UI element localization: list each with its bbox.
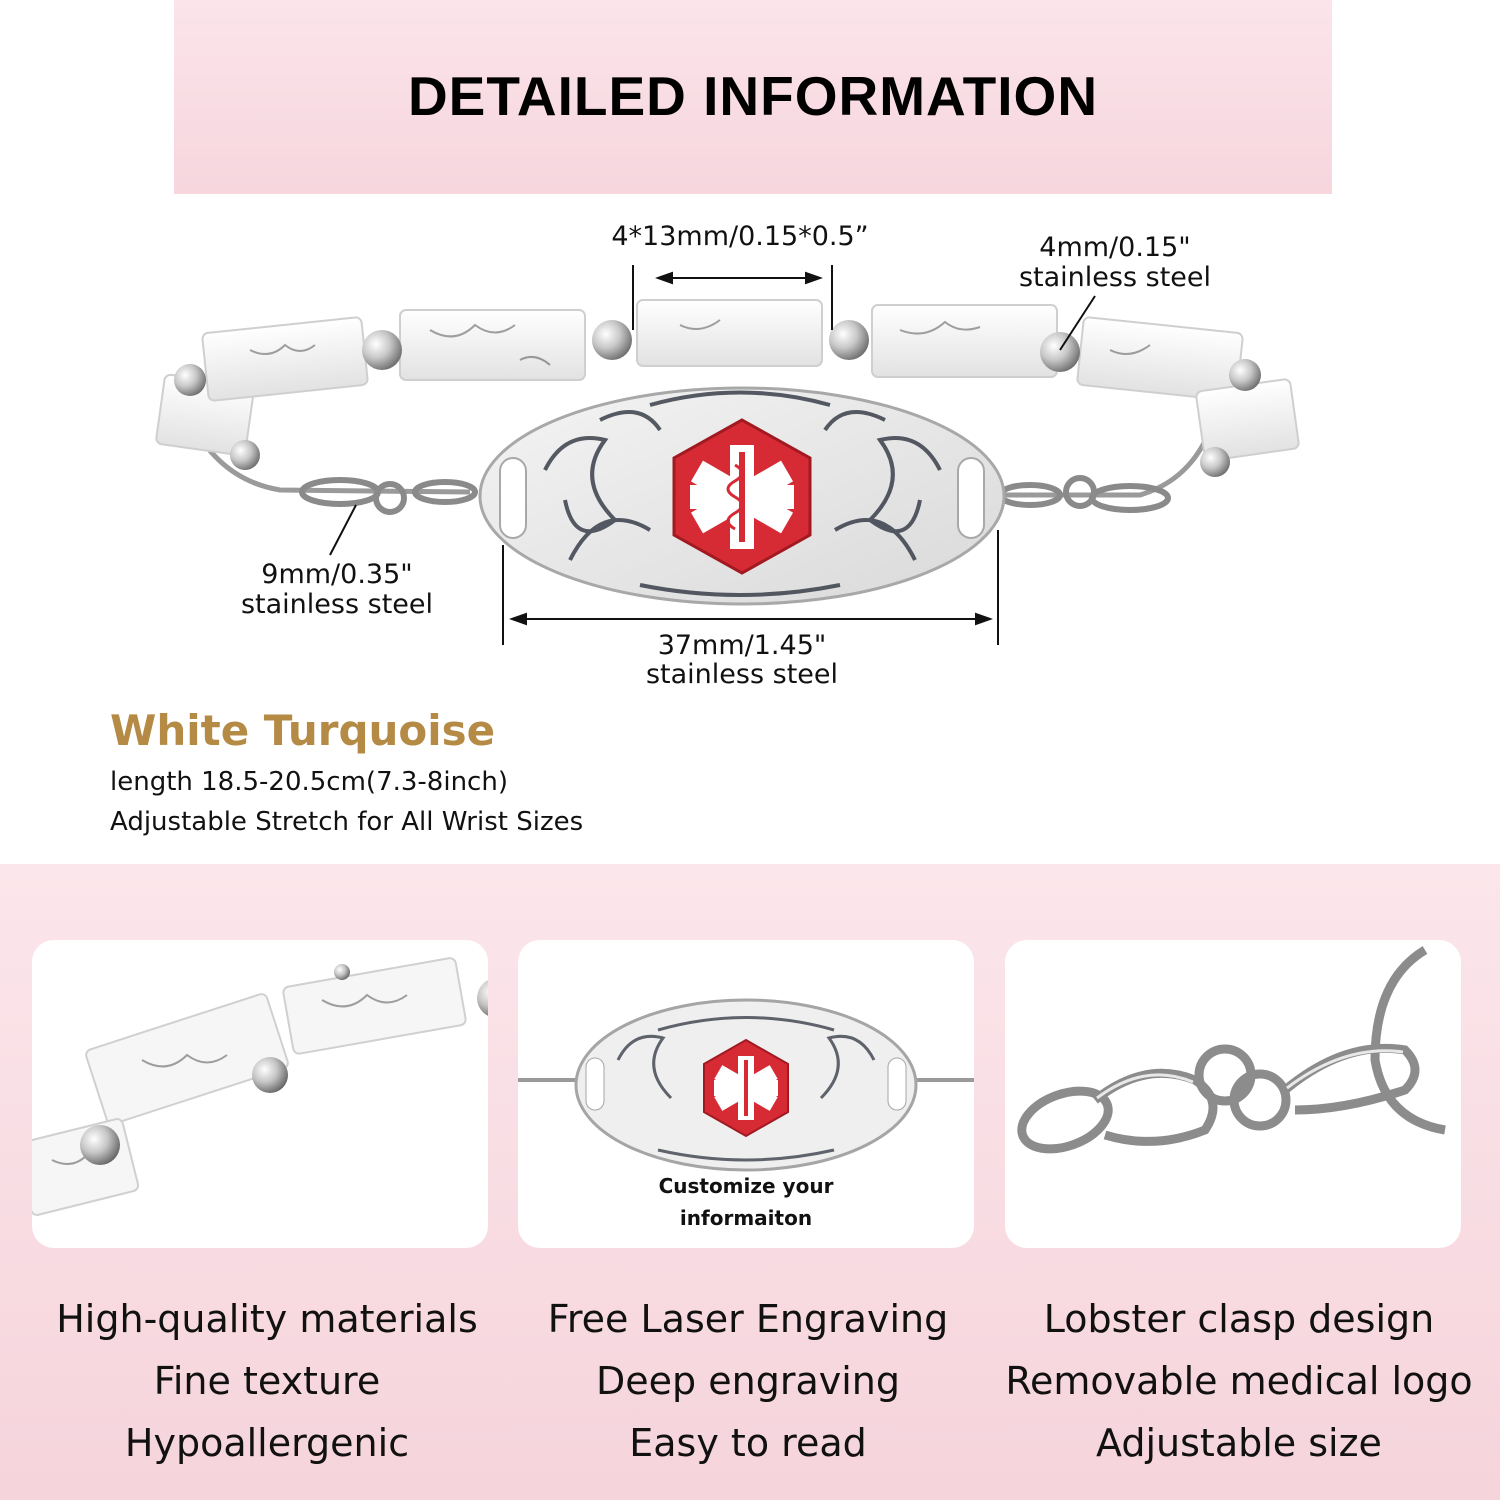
bead-material-label: stainless steel: [1018, 262, 1212, 293]
product-adjustable-note: Adjustable Stretch for All Wrist Sizes: [110, 807, 584, 837]
engraving-caption-line1: Customize your: [658, 1174, 834, 1198]
feature-item: Easy to read: [629, 1421, 867, 1465]
card-clasp-photo: [1005, 940, 1461, 1248]
feature-list-engraving: Free Laser Engraving Deep engraving Easy…: [513, 1288, 983, 1474]
plate-size-label: 37mm/1.45": [657, 630, 827, 661]
lobster-clasp-closeup: [1017, 946, 1446, 1154]
stone-size-label: 4*13mm/0.15*0.5”: [611, 221, 869, 252]
product-length: length 18.5-20.5cm(7.3-8inch): [110, 767, 508, 797]
feature-list-clasp: Lobster clasp design Removable medical l…: [1004, 1288, 1474, 1474]
bead-size-label: 4mm/0.15": [1039, 232, 1191, 263]
plate-material-label: stainless steel: [645, 659, 839, 690]
feature-item: Deep engraving: [596, 1359, 900, 1403]
clasp-size-label: 9mm/0.35": [261, 559, 413, 590]
feature-item: Lobster clasp design: [1043, 1297, 1435, 1341]
feature-item: Hypoallergenic: [124, 1421, 410, 1465]
header-band: DETAILED INFORMATION: [174, 0, 1332, 194]
bracelet-illustration: [155, 265, 1300, 645]
card-engraving-photo: Customize your informaiton: [518, 940, 974, 1248]
medical-id-plate: [478, 386, 1006, 606]
feature-item: High-quality materials: [56, 1297, 478, 1341]
feature-item: Adjustable size: [1096, 1421, 1382, 1465]
product-name: White Turquoise: [110, 706, 496, 755]
card-materials-photo: [32, 940, 488, 1248]
clasp-material-label: stainless steel: [240, 589, 434, 620]
medical-plate-closeup: [518, 998, 974, 1172]
engraving-caption-line2: informaiton: [679, 1206, 813, 1230]
stone-beads-closeup: [32, 957, 488, 1216]
feature-item: Removable medical logo: [1005, 1359, 1473, 1403]
feature-list-materials: High-quality materials Fine texture Hypo…: [32, 1288, 502, 1474]
feature-item: Fine texture: [153, 1359, 381, 1403]
page-title: DETAILED INFORMATION: [407, 65, 1099, 127]
feature-item: Free Laser Engraving: [547, 1297, 949, 1341]
